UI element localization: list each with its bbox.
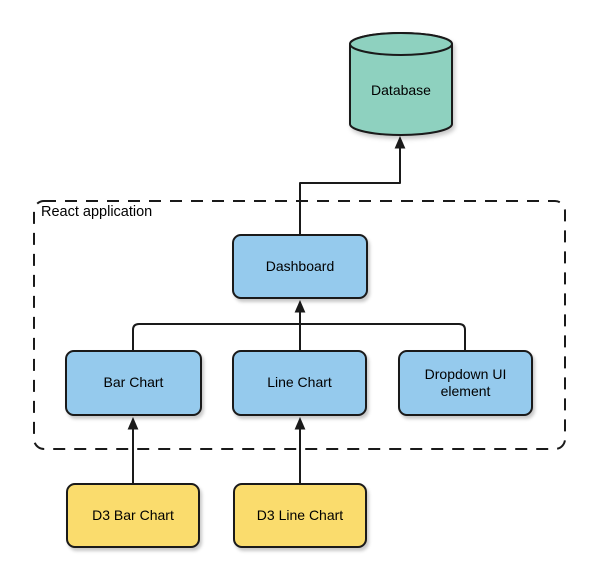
d3-line-chart-label: D3 Line Chart <box>256 506 344 523</box>
bar-chart-label: Bar Chart <box>103 374 164 391</box>
database-cylinder-icon <box>349 32 453 136</box>
arrowhead-into-dashboard <box>294 300 306 313</box>
node-d3-line-chart: D3 Line Chart <box>233 483 367 548</box>
dashboard-label: Dashboard <box>265 257 335 274</box>
node-bar-chart: Bar Chart <box>65 350 202 416</box>
edge-dashboard-database <box>299 148 401 234</box>
arrowhead-into-database <box>394 136 406 149</box>
node-database: Database <box>348 31 454 137</box>
node-d3-bar-chart: D3 Bar Chart <box>66 483 200 548</box>
node-dropdown-ui-element: Dropdown UI element <box>398 350 533 416</box>
database-label: Database <box>371 81 431 98</box>
arrowhead-into-linechart <box>294 417 306 430</box>
line-chart-label: Line Chart <box>267 374 332 391</box>
d3-bar-chart-label: D3 Bar Chart <box>92 506 174 523</box>
node-dashboard: Dashboard <box>232 234 368 299</box>
arrowhead-into-barchart <box>127 417 139 430</box>
node-line-chart: Line Chart <box>232 350 367 416</box>
react-application-label: React application <box>41 204 153 220</box>
dropdown-ui-element-label: Dropdown UI element <box>424 365 507 400</box>
